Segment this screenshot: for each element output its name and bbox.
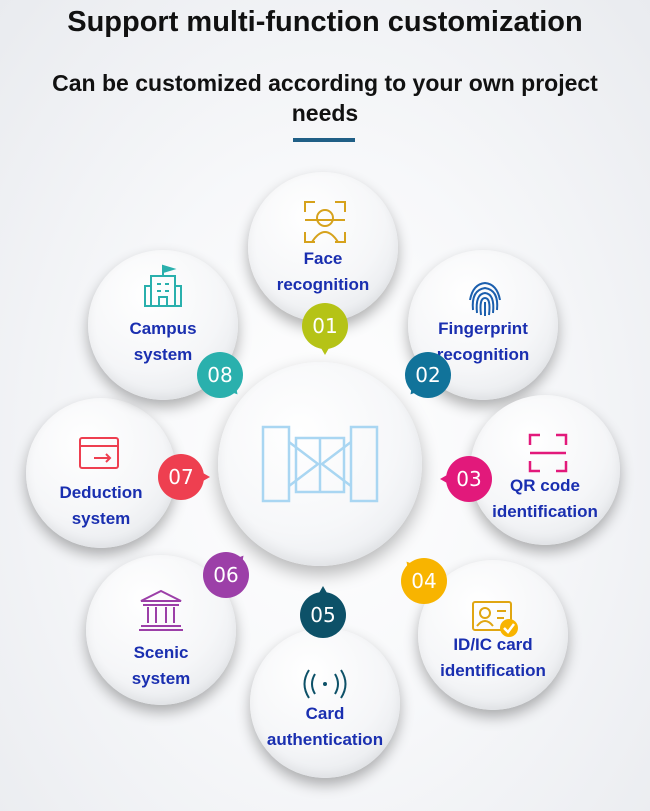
feature-qr-code-identification: QR code identification bbox=[470, 395, 620, 545]
feature-label-line1: Deduction bbox=[59, 483, 143, 502]
badge-07: 07 bbox=[158, 454, 210, 500]
badge-04: 04 bbox=[401, 558, 447, 604]
feature-label-line1: Fingerprint bbox=[438, 319, 528, 338]
feature-deduction-system: Deduction system bbox=[26, 398, 176, 548]
turnstile-gate-icon bbox=[261, 425, 379, 503]
deduction-card-icon bbox=[79, 437, 119, 469]
feature-label-line1: QR code bbox=[510, 476, 580, 495]
school-building-icon bbox=[144, 264, 182, 307]
page-subtitle: Can be customized according to your own … bbox=[52, 70, 598, 126]
feature-label-line1: Face bbox=[303, 249, 343, 268]
feature-label-line2: recognition bbox=[436, 345, 530, 364]
title-underline bbox=[293, 138, 355, 142]
badge-05: 05 bbox=[300, 586, 346, 638]
badge-03: 03 bbox=[440, 456, 492, 502]
feature-label-line1: Card bbox=[305, 704, 345, 723]
id-card-icon bbox=[472, 601, 518, 637]
qr-scan-icon bbox=[528, 433, 568, 473]
feature-label-line2: system bbox=[131, 669, 191, 688]
badge-08: 08 bbox=[197, 352, 243, 398]
feature-face-recognition: Face recognition bbox=[248, 172, 398, 322]
fingerprint-icon bbox=[469, 281, 501, 316]
feature-label-line2: identification bbox=[492, 502, 598, 521]
feature-label-line1: Scenic bbox=[133, 643, 189, 662]
feature-label-line2: authentication bbox=[266, 730, 384, 749]
feature-label-line1: Campus bbox=[129, 319, 197, 338]
feature-label-line2: identification bbox=[440, 661, 546, 680]
feature-label-line2: system bbox=[71, 509, 131, 528]
badge-02: 02 bbox=[405, 352, 451, 398]
center-circle bbox=[218, 362, 422, 566]
feature-id-ic-card-identification: ID/IC card identification bbox=[418, 560, 568, 710]
feature-card-authentication: Card authentication bbox=[250, 628, 400, 778]
contactless-icon bbox=[303, 669, 347, 699]
badge-06: 06 bbox=[203, 552, 249, 598]
landmark-icon bbox=[139, 589, 183, 631]
page-title: Support multi-function customization bbox=[67, 6, 583, 38]
face-scan-icon bbox=[304, 201, 346, 243]
badge-01: 01 bbox=[302, 303, 348, 355]
feature-label-line2: system bbox=[133, 345, 193, 364]
feature-label-line1: ID/IC card bbox=[453, 635, 533, 654]
feature-label-line2: recognition bbox=[276, 275, 370, 294]
